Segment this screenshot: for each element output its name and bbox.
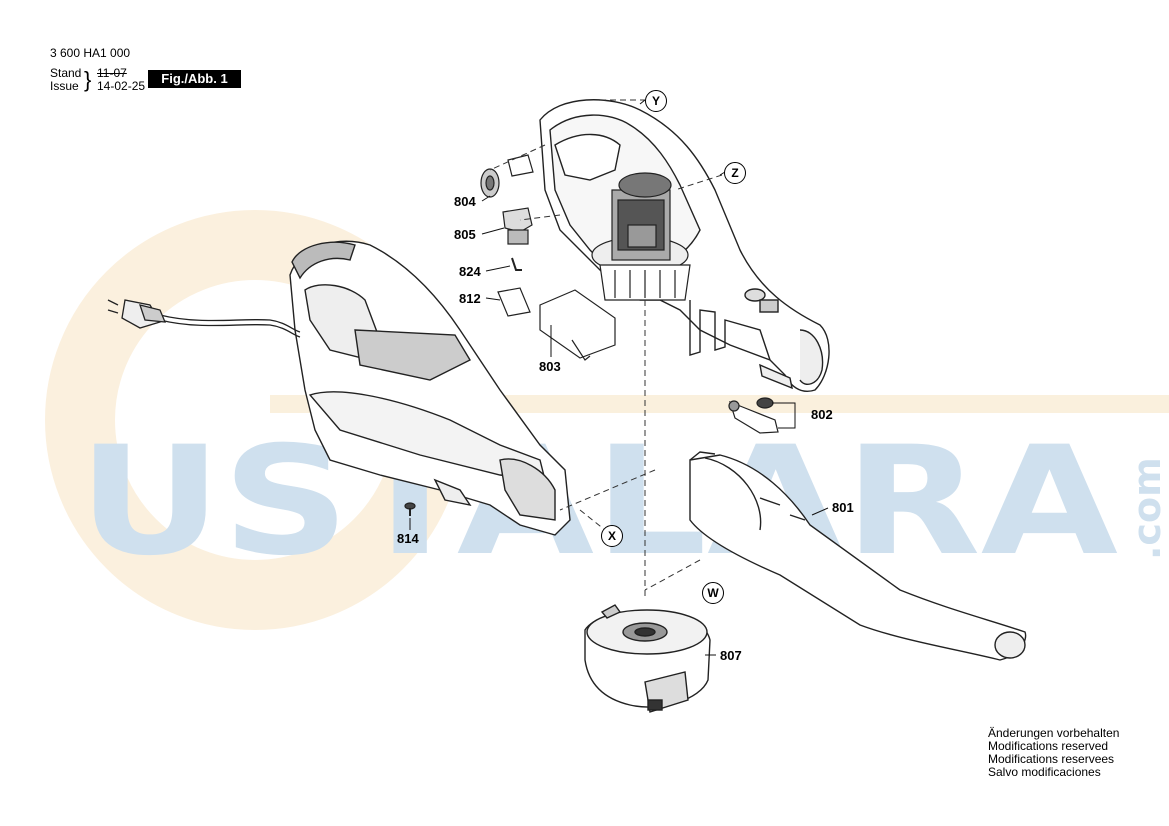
- callout-804: 804: [454, 194, 476, 209]
- callout-807: 807: [720, 648, 742, 663]
- callout-812: 812: [459, 291, 481, 306]
- small-parts: [480, 154, 616, 361]
- watermark-brand-text: USTALARA: [78, 415, 1118, 589]
- callout-805: 805: [454, 227, 476, 242]
- leader-lines: [409, 99, 829, 656]
- callout-814: 814: [397, 531, 419, 546]
- stand-value: 11-07: [97, 66, 127, 80]
- reference-marker-x: X: [601, 525, 623, 547]
- part-number: 3 600 HA1 000: [50, 46, 131, 60]
- note-line: Änderungen vorbehalten: [988, 726, 1120, 740]
- brace-glyph: }: [84, 67, 92, 92]
- screw-814: [404, 502, 416, 516]
- power-cord: [107, 299, 301, 338]
- modifications-notes: Änderungen vorbehalten Modifications res…: [988, 727, 1119, 779]
- callout-802: 802: [811, 407, 833, 422]
- stand-label: Stand: [50, 66, 82, 80]
- note-line: Salvo modificaciones: [988, 765, 1101, 779]
- figure-label: Fig./Abb. 1: [148, 70, 241, 88]
- callout-824: 824: [459, 264, 481, 279]
- motor-assembly: [591, 172, 691, 301]
- blow-tube-801: [689, 451, 1027, 661]
- watermark-suffix-text: .com: [1125, 457, 1169, 560]
- callout-801: 801: [832, 500, 854, 515]
- reference-marker-w: W: [702, 582, 724, 604]
- reference-marker-z: Z: [724, 162, 746, 184]
- watermark-logo: USTALARA .com: [78, 415, 1169, 589]
- filter-cap-807: [584, 604, 711, 713]
- note-line: Modifications reservees: [988, 752, 1115, 766]
- switch-parts-802: [728, 397, 779, 434]
- issue-label: Issue: [50, 79, 79, 93]
- callout-803: 803: [539, 359, 561, 374]
- assembly-lines: [489, 99, 723, 600]
- reference-marker-y: Y: [645, 90, 667, 112]
- note-line: Modifications reserved: [988, 739, 1109, 753]
- issue-value: 14-02-25: [97, 79, 146, 93]
- main-housing: [289, 240, 571, 536]
